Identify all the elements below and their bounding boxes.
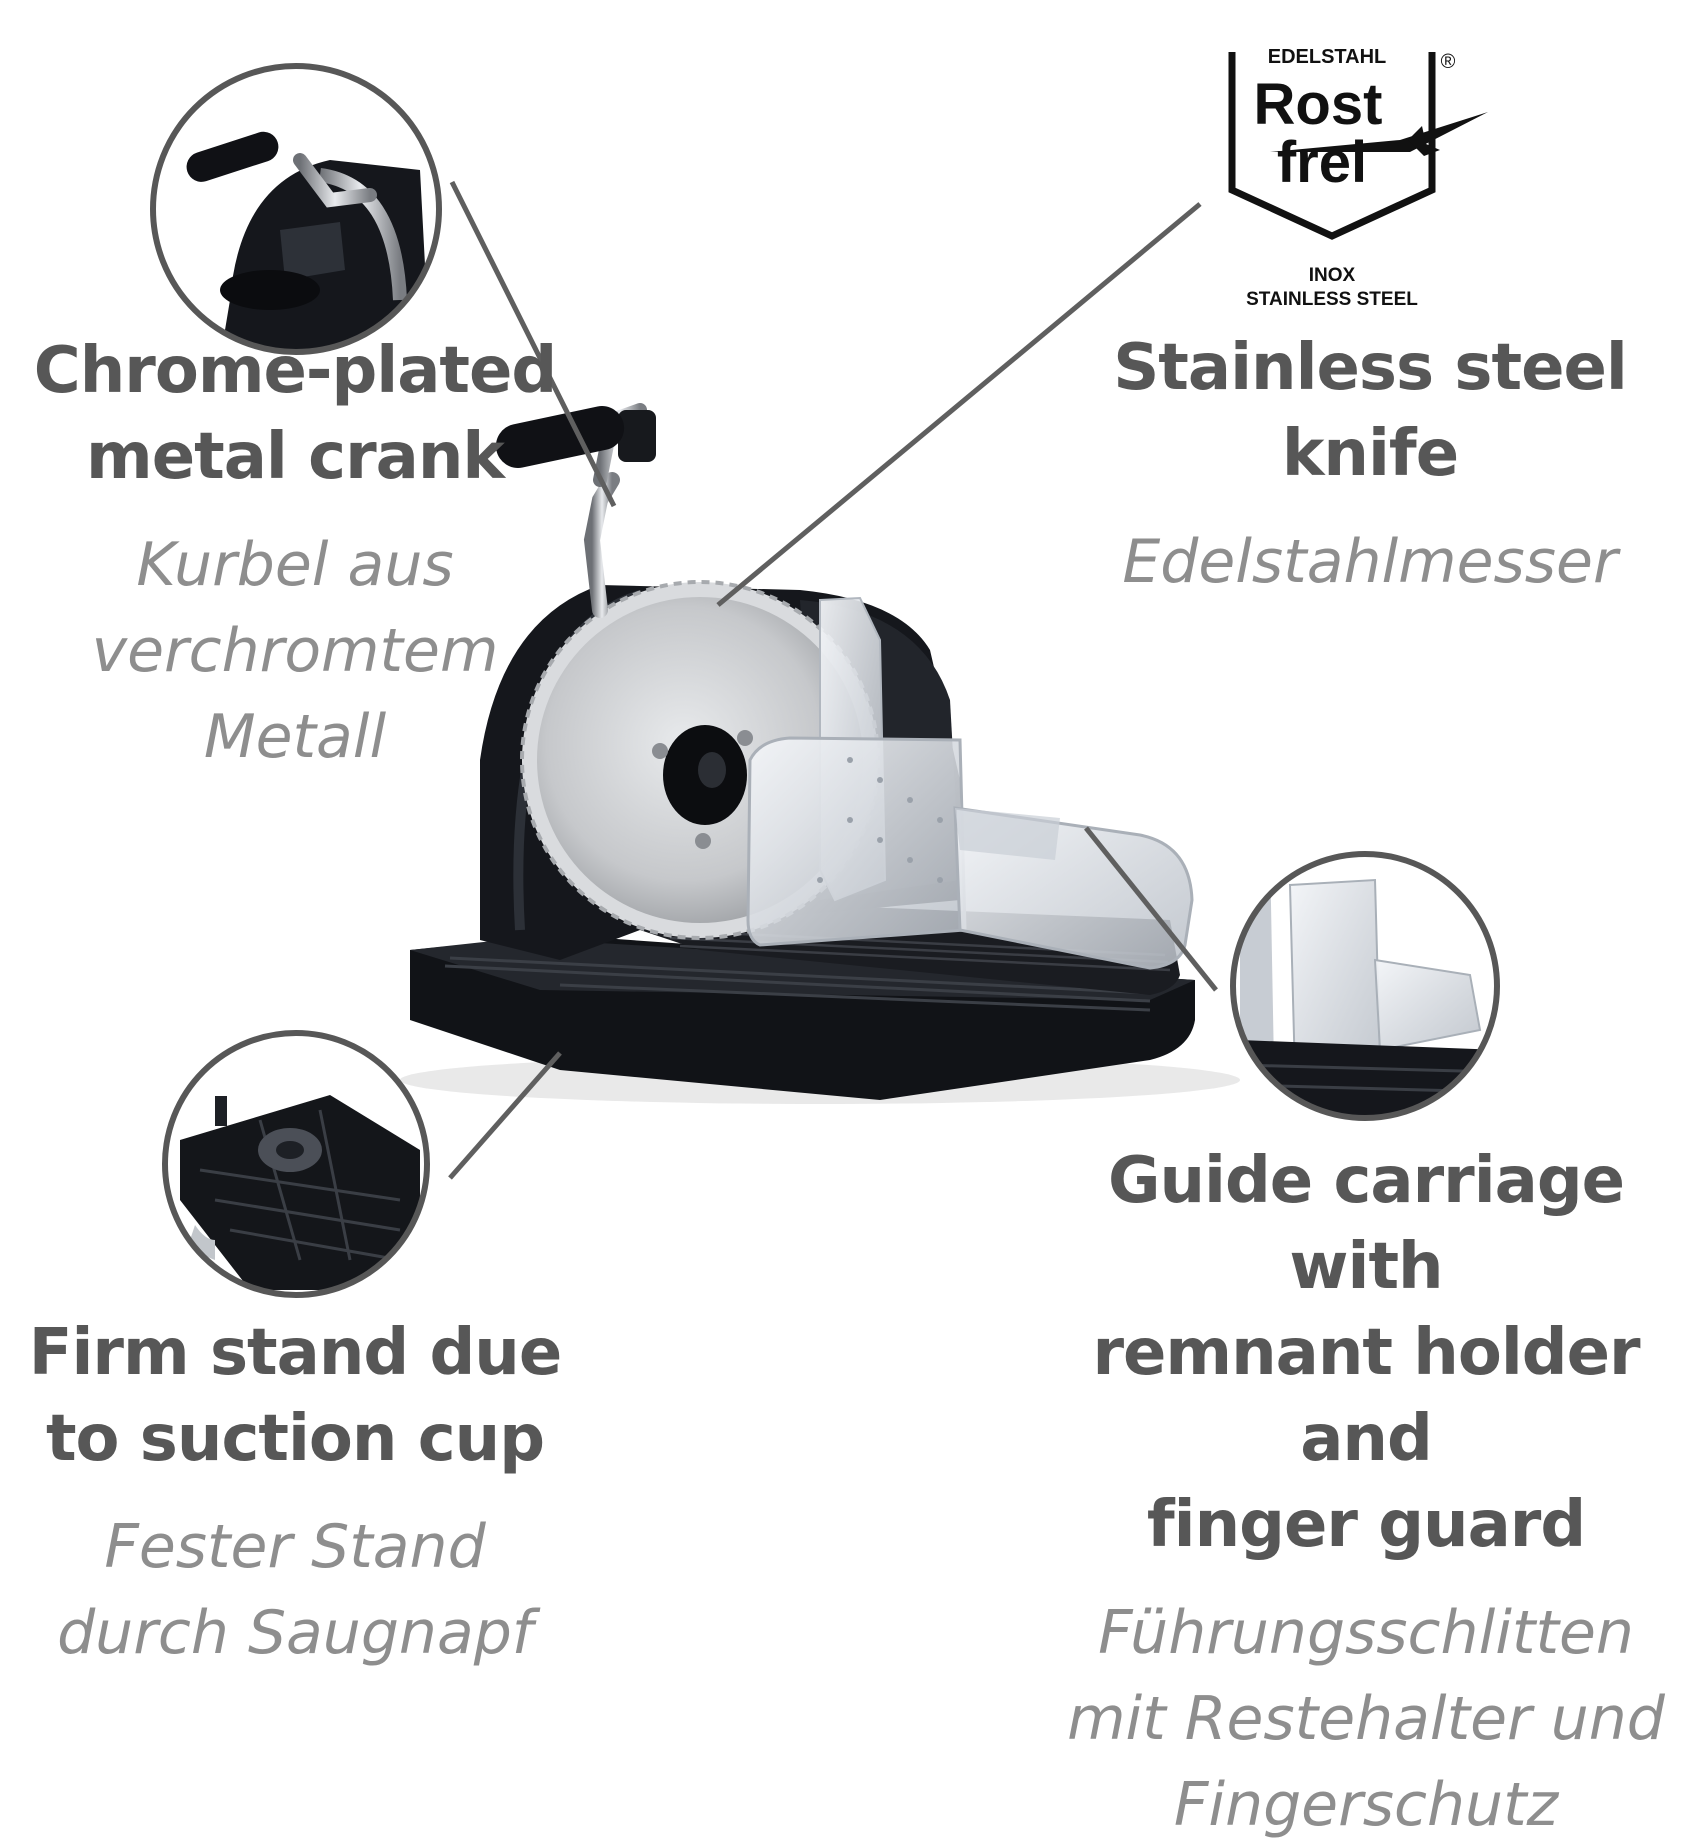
subtitle-line: Fester Stand (104, 1512, 486, 1582)
stand-subtitle: Fester Stand durch Saugnapf (20, 1504, 570, 1676)
carriage-detail-circle (1230, 851, 1500, 1121)
finger-guard (746, 736, 967, 947)
crank-title: Chrome-plated metal crank (20, 328, 570, 500)
subtitle-line: Fingerschutz (1173, 1770, 1559, 1840)
callout-lines (448, 180, 1218, 1180)
subtitle-line: Edelstahlmesser (1122, 527, 1618, 597)
carriage-callout-line (1084, 826, 1218, 992)
badge-blade-swoosh (1270, 112, 1488, 152)
knife-subtitle: Edelstahlmesser (1040, 519, 1700, 605)
knife-label: Stainless steel knife Edelstahlmesser (1040, 325, 1700, 605)
stand-title: Firm stand due to suction cup (20, 1310, 570, 1482)
base-ribs (444, 956, 1151, 1012)
carriage-subtitle: Führungsschlitten mit Restehalter und Fi… (1030, 1590, 1702, 1848)
title-line: Stainless steel knife (1113, 331, 1628, 491)
blade-screw (695, 833, 711, 849)
stand-label: Firm stand due to suction cup Fester Sta… (20, 1310, 570, 1676)
title-line: Chrome-plated (33, 334, 557, 408)
product-illustration: EDELSTAHL ® Rost frei INOX STAINLESS STE… (150, 44, 1500, 1298)
carriage-title: Guide carriage with remnant holder and f… (1030, 1138, 1702, 1568)
crank-handle (495, 406, 625, 468)
title-line: remnant holder and (1092, 1316, 1640, 1476)
title-line: Guide carriage with (1107, 1144, 1625, 1304)
knife-title: Stainless steel knife (1040, 325, 1700, 497)
badge-star (1408, 126, 1440, 156)
title-line: finger guard (1146, 1488, 1586, 1562)
subtitle-line: Metall (203, 702, 387, 772)
carriage-label: Guide carriage with remnant holder and f… (1030, 1138, 1702, 1848)
subtitle-line: Führungsschlitten (1098, 1598, 1634, 1668)
knife-callout-line (716, 202, 1202, 607)
subtitle-line: mit Restehalter und (1067, 1684, 1665, 1754)
title-line: metal crank (86, 420, 505, 494)
subtitle-line: Kurbel aus (136, 530, 454, 600)
badge-top-text: EDELSTAHL (1268, 46, 1387, 68)
blade-screw (652, 743, 668, 759)
badge-word-frei: frei (1277, 130, 1367, 195)
badge-shield (1228, 52, 1436, 240)
hub-center (698, 752, 726, 788)
crank-joint (618, 410, 656, 462)
carriage-top (955, 808, 1060, 860)
badge-top-band (1240, 44, 1414, 64)
suction-cup-detail-circle (162, 1030, 430, 1298)
guard-dots (817, 757, 943, 883)
badge-inox-text: INOX (1309, 265, 1356, 286)
crank-detail-circle (150, 63, 442, 355)
rostfrei-badge: EDELSTAHL ® Rost frei INOX STAINLESS STE… (1228, 44, 1488, 310)
subtitle-line: durch Saugnapf (57, 1598, 533, 1668)
badge-stainless-text: STAINLESS STEEL (1246, 289, 1418, 310)
meat-slicer (400, 403, 1240, 1104)
crank-callout-line (449, 180, 617, 508)
title-line: Firm stand due (28, 1316, 563, 1390)
blade-screw (737, 730, 753, 746)
subtitle-line: verchromtem (91, 616, 499, 686)
stand-callout-line (448, 1051, 562, 1180)
title-line: to suction cup (45, 1402, 545, 1476)
badge-word-rost: Rost (1254, 72, 1383, 137)
crank-subtitle: Kurbel aus verchromtem Metall (20, 522, 570, 780)
registered-mark: ® (1441, 51, 1456, 73)
crank-label: Chrome-plated metal crank Kurbel aus ver… (20, 328, 570, 780)
